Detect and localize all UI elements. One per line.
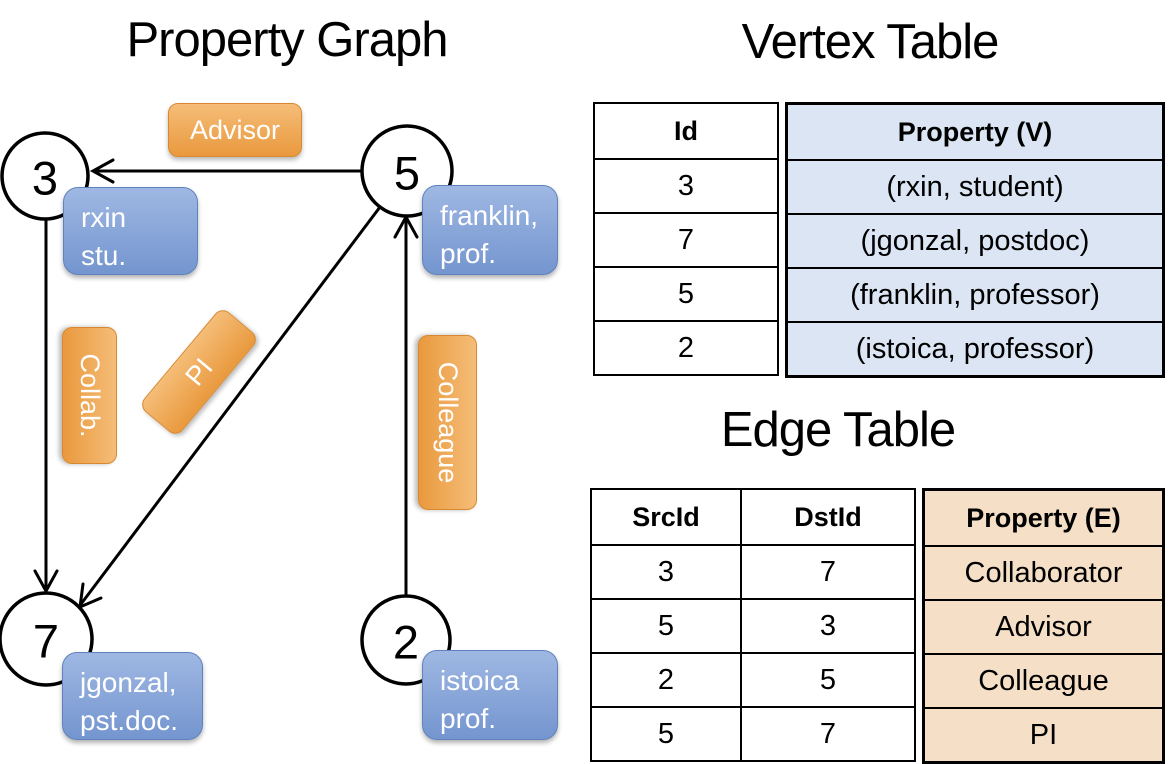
edge-dstid-header: DstId: [794, 501, 862, 532]
edge-dstid-cell: 5: [742, 652, 914, 706]
vertex-property-cell: (rxin, student): [788, 159, 1162, 213]
edge-label-advisor: Advisor: [168, 103, 302, 157]
vertex-id-cell: 2: [595, 320, 777, 374]
vertex-id-column: Id 3 7 5 2: [593, 102, 779, 376]
node-id-5: 5: [393, 146, 421, 200]
arrowhead-at-3: [89, 158, 115, 184]
edge-property-header: Property (E): [966, 502, 1121, 533]
vertex-table-title: Vertex Table: [741, 15, 1000, 69]
vertex-id-cell: 5: [595, 266, 777, 320]
node-property-line: prof.: [440, 238, 497, 269]
edge-property-cell: PI: [925, 707, 1162, 761]
node-property-line: istoica: [440, 665, 520, 696]
edge-srcid-cell: 5: [592, 706, 742, 760]
node-property-line: jgonzal,: [80, 667, 177, 698]
vertex-id-header: Id: [674, 115, 698, 146]
edge-srcid-cell: 5: [592, 598, 742, 652]
node-id-3: 3: [31, 151, 59, 205]
vertex-property-column: Property (V) (rxin, student) (jgonzal, p…: [785, 102, 1165, 378]
edge-property-cell: Colleague: [925, 653, 1162, 707]
edge-5-7: [79, 206, 382, 605]
edge-srcid-cell: 2: [592, 652, 742, 706]
vertex-property-cell: (jgonzal, postdoc): [788, 213, 1162, 267]
edge-label-colleague: Colleague: [418, 335, 477, 510]
edge-dstid-cell: 3: [742, 598, 914, 652]
node-id-2: 2: [392, 615, 420, 669]
node-id-7: 7: [32, 614, 60, 668]
edge-property-column: Property (E) Collaborator Advisor Collea…: [922, 488, 1165, 764]
edge-srcid-cell: 3: [592, 544, 742, 598]
node-property-line: stu.: [81, 240, 127, 271]
node-property-line: pst.doc.: [80, 705, 179, 736]
node-property-box-istoica: istoica prof.: [422, 650, 558, 740]
edge-dstid-cell: 7: [742, 544, 914, 598]
vertex-property-header: Property (V): [897, 116, 1053, 147]
node-property-line: prof.: [440, 703, 497, 734]
vertex-id-cell: 3: [595, 158, 777, 212]
edge-table-title: Edge Table: [720, 403, 956, 457]
node-property-line: franklin,: [440, 200, 539, 231]
property-graph-title: Property Graph: [126, 13, 449, 67]
vertex-property-cell: (istoica, professor): [788, 321, 1162, 375]
node-property-line: rxin: [81, 202, 127, 233]
edge-property-cell: Advisor: [925, 599, 1162, 653]
vertex-id-cell: 7: [595, 212, 777, 266]
node-property-box-rxin: rxin stu.: [63, 187, 198, 275]
edge-label-collab: Collab.: [62, 327, 117, 464]
edge-property-cell: Collaborator: [925, 545, 1162, 599]
arrowhead-at-7-vertical: [33, 569, 59, 595]
node-property-box-jgonzal: jgonzal, pst.doc.: [62, 652, 203, 740]
node-property-box-franklin: franklin, prof.: [422, 185, 558, 275]
edge-srcdst-columns: SrcId DstId 3 7 5 3 2 5 5 7: [590, 488, 916, 762]
edge-srcid-header: SrcId: [592, 490, 742, 544]
edge-dstid-cell: 7: [742, 706, 914, 760]
vertex-property-cell: (franklin, professor): [788, 267, 1162, 321]
